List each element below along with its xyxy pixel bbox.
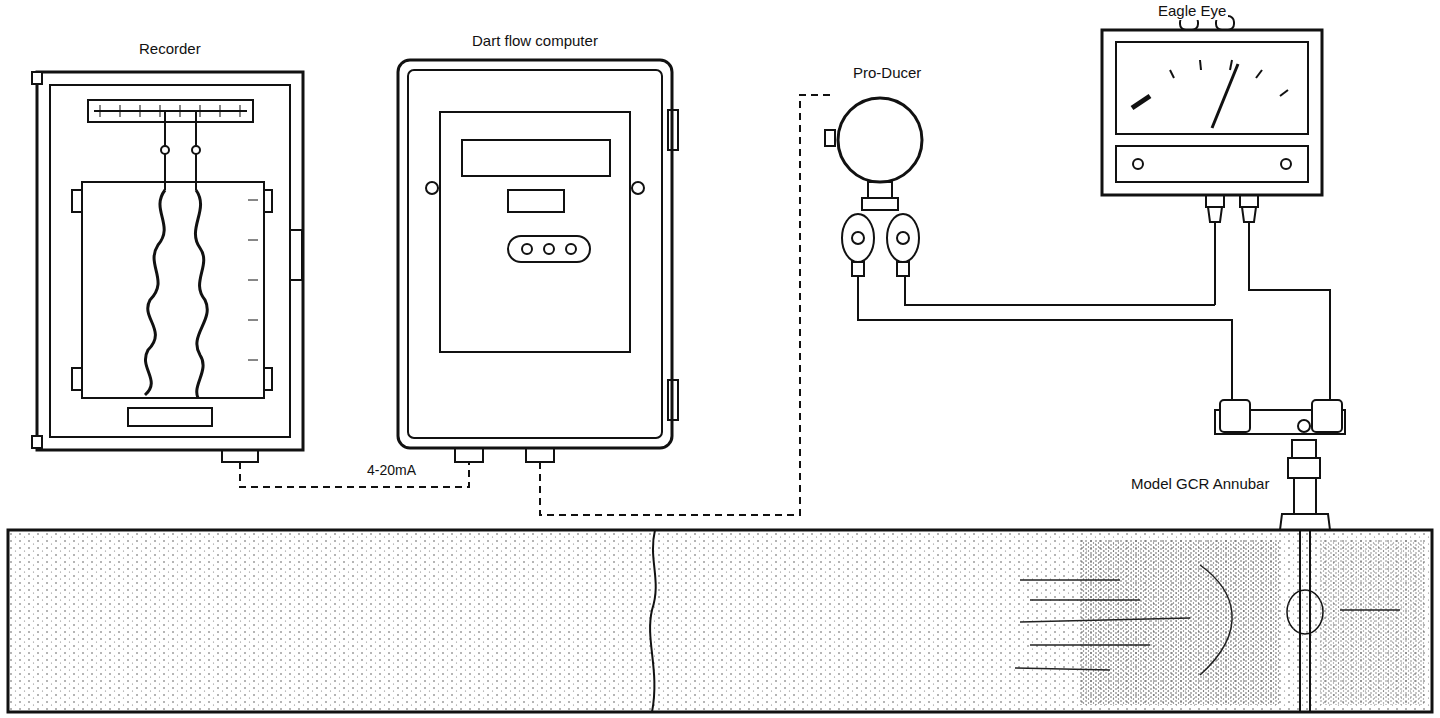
connector-line: [540, 95, 830, 515]
recorder: Recorder: [35, 38, 305, 462]
signal-wire: [240, 462, 469, 487]
connector-line: [1249, 230, 1330, 400]
connector-line: [240, 462, 469, 487]
pipe-drawing: [8, 530, 1432, 712]
device-label: Model GCR Annubar: [1129, 475, 1271, 493]
flow-computer: Dart flow computer: [396, 30, 674, 462]
recorder-drawing: [32, 72, 303, 462]
device-label: Eagle Eye: [1156, 2, 1228, 20]
device-label: Dart flow computer: [470, 32, 600, 50]
flow-computer-drawing: [398, 60, 678, 462]
gauge-drawing: [1102, 16, 1322, 305]
impulse-tubing: [1249, 230, 1330, 400]
impulse-tubing: [858, 300, 1232, 400]
signal-wire: [540, 95, 830, 515]
differential-gauge: Eagle Eye: [1100, 0, 1325, 230]
transducer: Pro-Ducer: [830, 62, 945, 300]
device-label: Recorder: [137, 40, 203, 58]
connector-line: [858, 300, 1232, 400]
device-label: Pro-Ducer: [851, 64, 923, 82]
transducer-drawing: [825, 98, 1215, 305]
signal-label: 4-20mA: [365, 462, 418, 478]
annubar-probe: Model GCR Annubar: [1125, 400, 1375, 505]
